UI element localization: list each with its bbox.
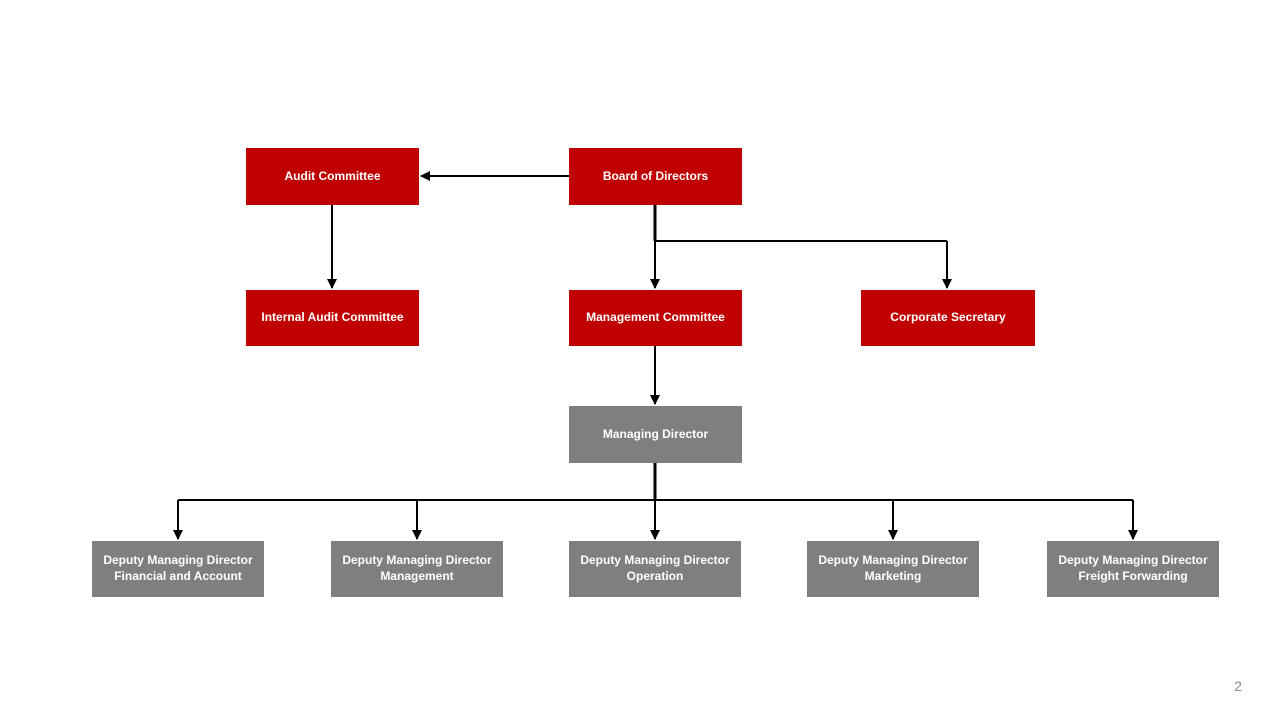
org-node-label: Corporate Secretary: [890, 310, 1006, 325]
org-node-dmd-management: Deputy Managing Director Management: [331, 541, 503, 597]
org-node-dmd-marketing: Deputy Managing Director Marketing: [807, 541, 979, 597]
org-node-label-line1: Deputy Managing Director: [818, 553, 968, 568]
org-node-label-line2: Operation: [626, 569, 684, 583]
org-node-label: Audit Committee: [284, 168, 381, 183]
org-node-label: Internal Audit Committee: [261, 310, 404, 325]
org-node-board-of-directors: Board of Directors: [569, 148, 742, 205]
org-node-label-line1: Deputy Managing Director: [1058, 553, 1208, 568]
org-node-label-line2: Marketing: [864, 569, 922, 583]
org-node-audit-committee: Audit Committee: [246, 148, 419, 205]
org-node-label: Board of Directors: [602, 168, 709, 183]
org-node-corporate-secretary: Corporate Secretary: [861, 290, 1035, 346]
org-node-label: Management Committee: [586, 310, 725, 325]
org-node-dmd-financial-account: Deputy Managing Director Financial and A…: [92, 541, 264, 597]
org-node-label-line2: Management: [380, 569, 454, 583]
slide-page-number: 2: [1234, 678, 1242, 694]
org-node-label-line1: Deputy Managing Director: [103, 553, 253, 568]
org-node-dmd-freight-forwarding: Deputy Managing Director Freight Forward…: [1047, 541, 1219, 597]
org-node-label-line2: Freight Forwarding: [1078, 569, 1188, 583]
org-node-management-committee: Management Committee: [569, 290, 742, 346]
org-node-managing-director: Managing Director: [569, 406, 742, 463]
org-node-label-line2: Financial and Account: [114, 569, 242, 583]
org-node-label: Managing Director: [602, 426, 709, 441]
org-node-dmd-operation: Deputy Managing Director Operation: [569, 541, 741, 597]
org-node-label-line1: Deputy Managing Director: [580, 553, 730, 568]
org-node-internal-audit-committee: Internal Audit Committee: [246, 290, 419, 346]
org-node-label-line1: Deputy Managing Director: [342, 553, 492, 568]
